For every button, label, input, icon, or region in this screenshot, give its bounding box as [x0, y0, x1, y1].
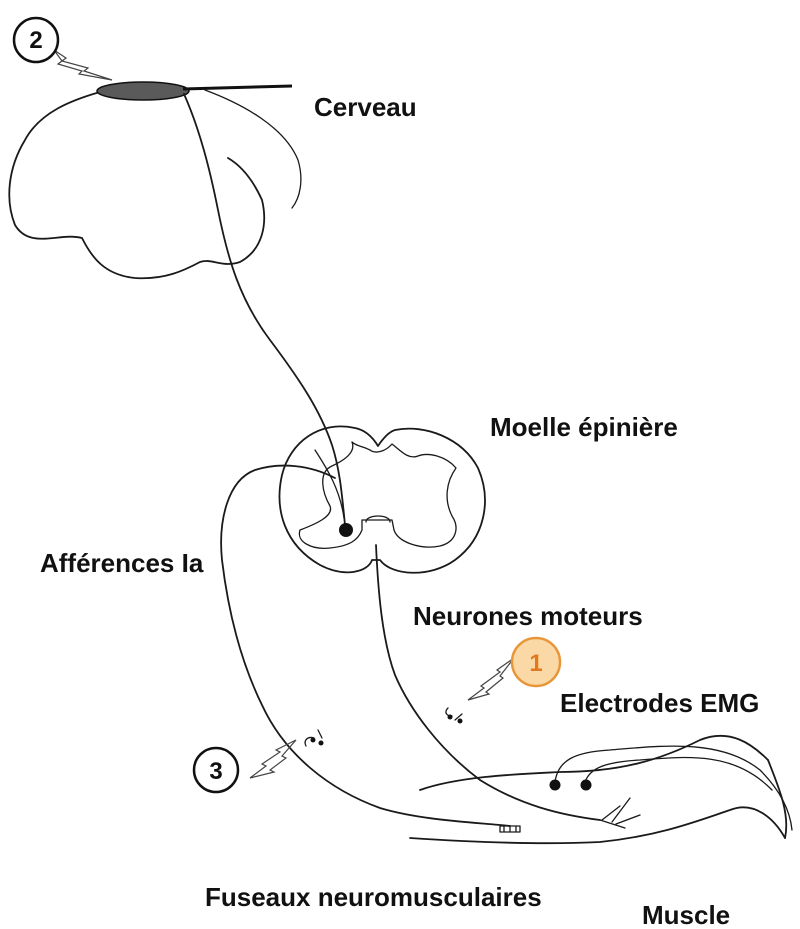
electrodes-label: Electrodes EMG [560, 688, 759, 718]
marker-1: 1 [512, 638, 560, 686]
grey-matter-outline [299, 442, 456, 548]
emg-wire-2 [585, 758, 772, 790]
marker-3-number: 3 [209, 758, 222, 785]
emg-electrode-1 [550, 780, 561, 791]
brain-label: Cerveau [314, 92, 417, 122]
spindle-icon [500, 826, 520, 832]
stimulation-dot-3b [319, 741, 324, 746]
motor-axon [376, 545, 600, 820]
stimulation-dot-1b [458, 719, 463, 724]
lightning-bolt-icon [468, 658, 514, 700]
muscle-upper-edge [420, 736, 768, 790]
muscle-lower-edge [410, 807, 785, 843]
stimulation-dot-3a [311, 738, 316, 743]
marker-2-number: 2 [29, 27, 42, 54]
central-canal [366, 516, 390, 522]
marker-2: 2 [14, 18, 58, 62]
brain-outline [9, 92, 264, 278]
motor-neuron-soma [339, 523, 353, 537]
afferents-label: Afférences Ia [40, 548, 204, 578]
spindles-label: Fuseaux neuromusculaires [205, 882, 542, 912]
brain-inner-fold [205, 90, 301, 208]
motor-axon-branch [600, 798, 640, 828]
marker-1-number: 1 [529, 650, 542, 677]
emg-electrode-2 [581, 780, 592, 791]
marker-3: 3 [194, 748, 238, 792]
motor-neurons-label: Neurones moteurs [413, 601, 643, 631]
muscle-label: Muscle [642, 900, 730, 929]
coil-handle [183, 86, 292, 89]
tms-coil-icon [97, 82, 189, 100]
spinal-cord-label: Moelle épinière [490, 412, 678, 442]
lightning-bolt-icon [54, 50, 112, 80]
stimulation-dot-1a [448, 715, 453, 720]
spinal-cord-outline [280, 426, 485, 572]
